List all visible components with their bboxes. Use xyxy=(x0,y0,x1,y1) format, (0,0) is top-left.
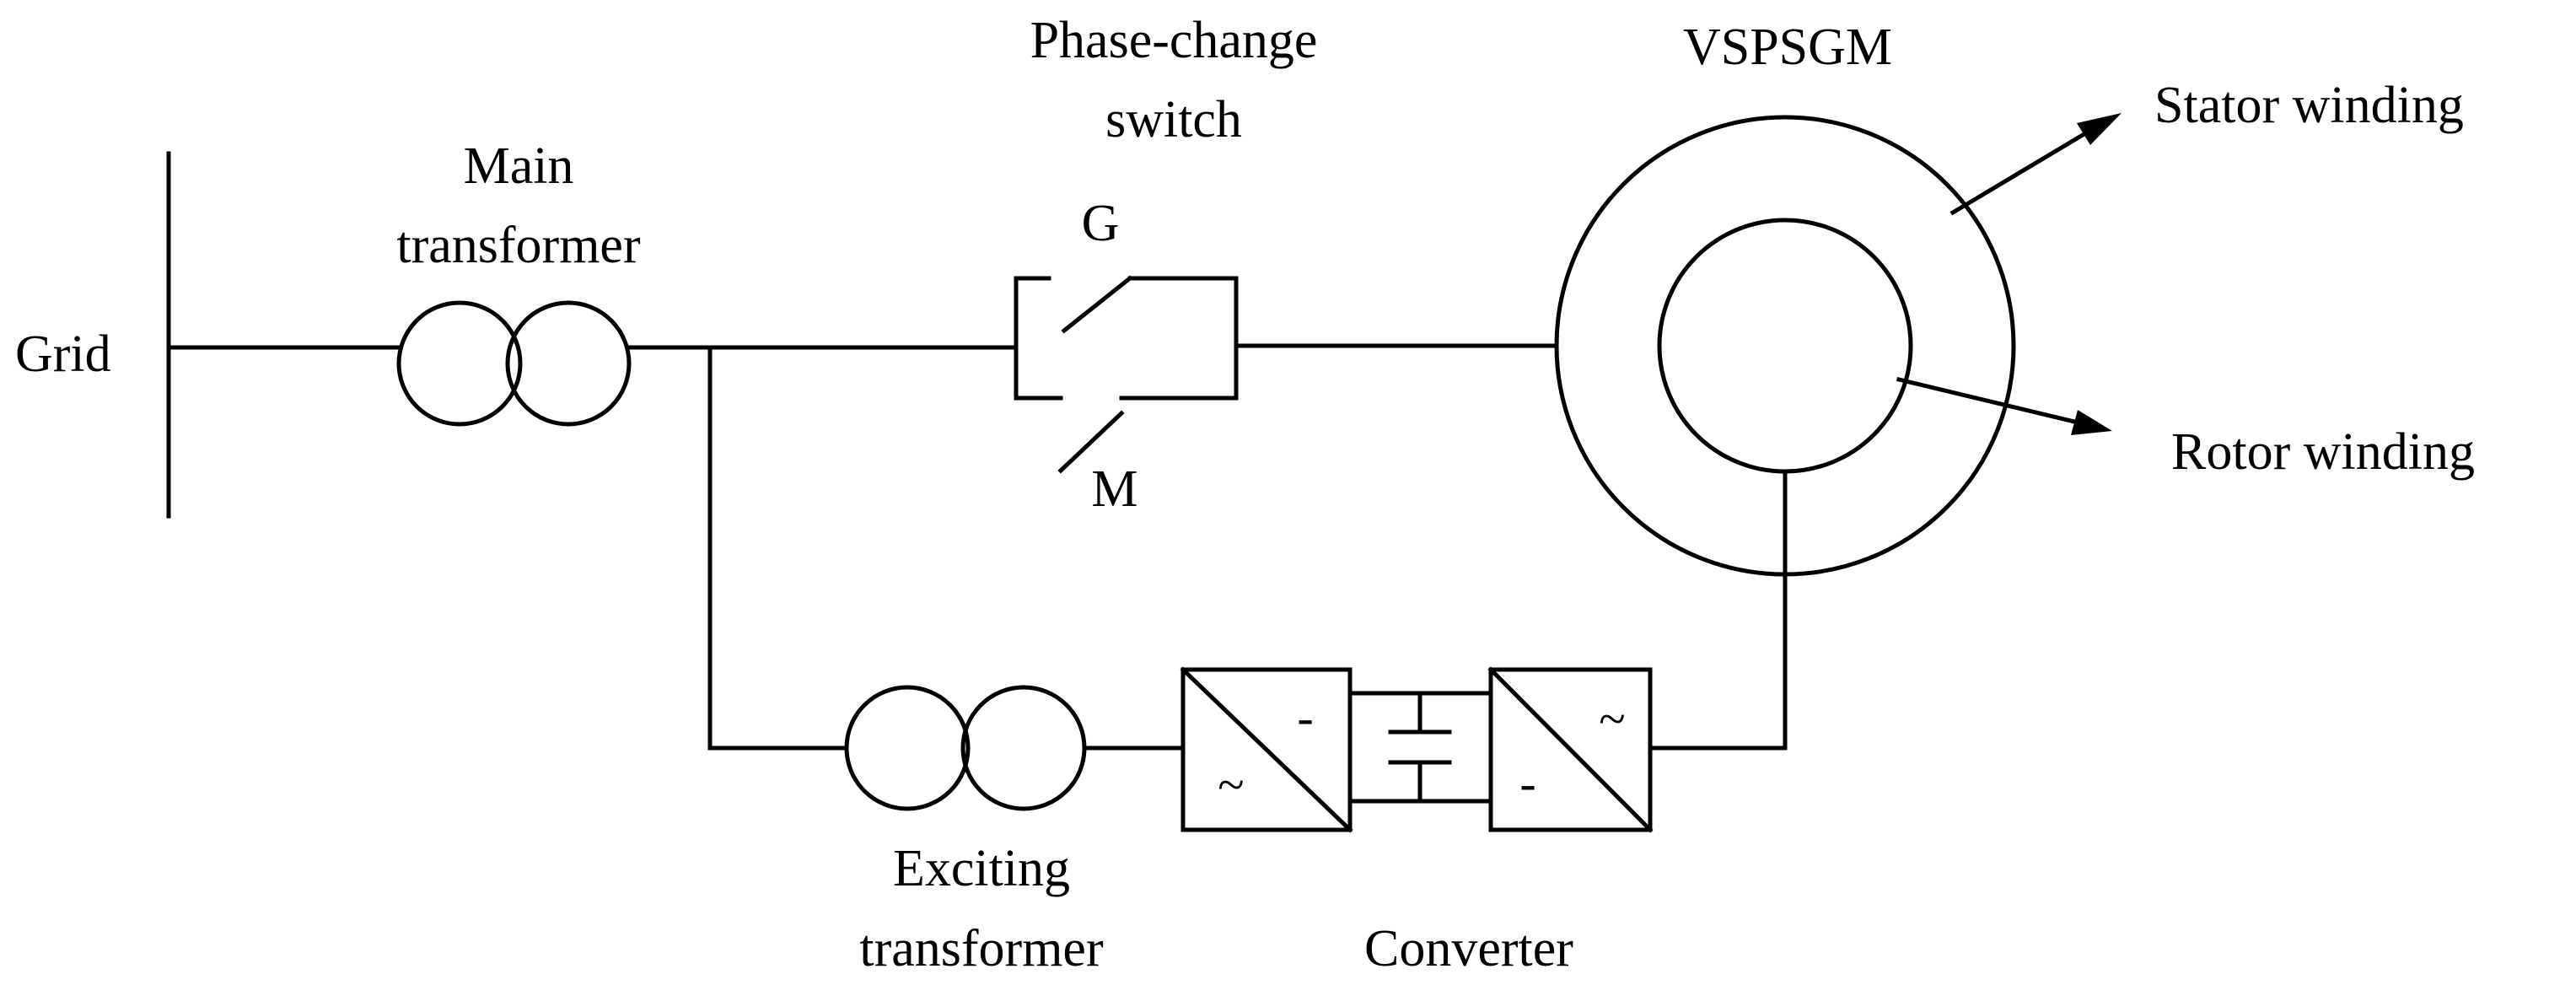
dc-link-capacitor xyxy=(1347,691,1493,804)
rotor-feed-line xyxy=(1648,469,1788,751)
main-transformer-symbol xyxy=(396,300,632,427)
exciting-transformer-label-line2: transformer xyxy=(859,920,1104,977)
grid-label: Grid xyxy=(15,326,111,383)
switch-pole-m-label: M xyxy=(1091,460,1137,518)
phase-change-switch-label-line2: switch xyxy=(1105,91,1242,148)
rotor-winding-arrowhead xyxy=(2071,410,2112,435)
exciting-transformer-label-line1: Exciting xyxy=(893,840,1070,897)
vspsgm-rotor-circle xyxy=(1657,218,1913,474)
converter-label: Converter xyxy=(1364,920,1573,977)
rectifier-ac-symbol: ~ xyxy=(1218,757,1244,812)
inverter-block xyxy=(1487,666,1654,833)
inverter-dc-symbol: - xyxy=(1519,756,1535,810)
rectifier-block xyxy=(1180,666,1353,833)
rotor-winding-arrow-line xyxy=(1896,376,2078,425)
rectifier-dc-symbol: - xyxy=(1297,690,1313,745)
phase-change-switch-label-line1: Phase-change xyxy=(1030,12,1318,69)
exciting-transformer-symbol xyxy=(844,685,1087,811)
inverter-ac-symbol: ~ xyxy=(1599,692,1625,746)
vspsgm-label: VSPSGM xyxy=(1683,19,1892,76)
main-transformer-label-line2: transformer xyxy=(396,217,641,274)
phase-change-switch xyxy=(1014,275,1239,474)
stator-winding-label: Stator winding xyxy=(2154,77,2464,134)
switch-pole-g-label: G xyxy=(1082,195,1120,252)
main-transformer-label-line1: Main xyxy=(464,137,574,195)
excitation-branch-line xyxy=(707,345,849,751)
stator-winding-arrow-line xyxy=(1949,132,2086,216)
rotor-winding-label: Rotor winding xyxy=(2171,423,2475,481)
stator-winding-arrowhead xyxy=(2077,113,2122,145)
